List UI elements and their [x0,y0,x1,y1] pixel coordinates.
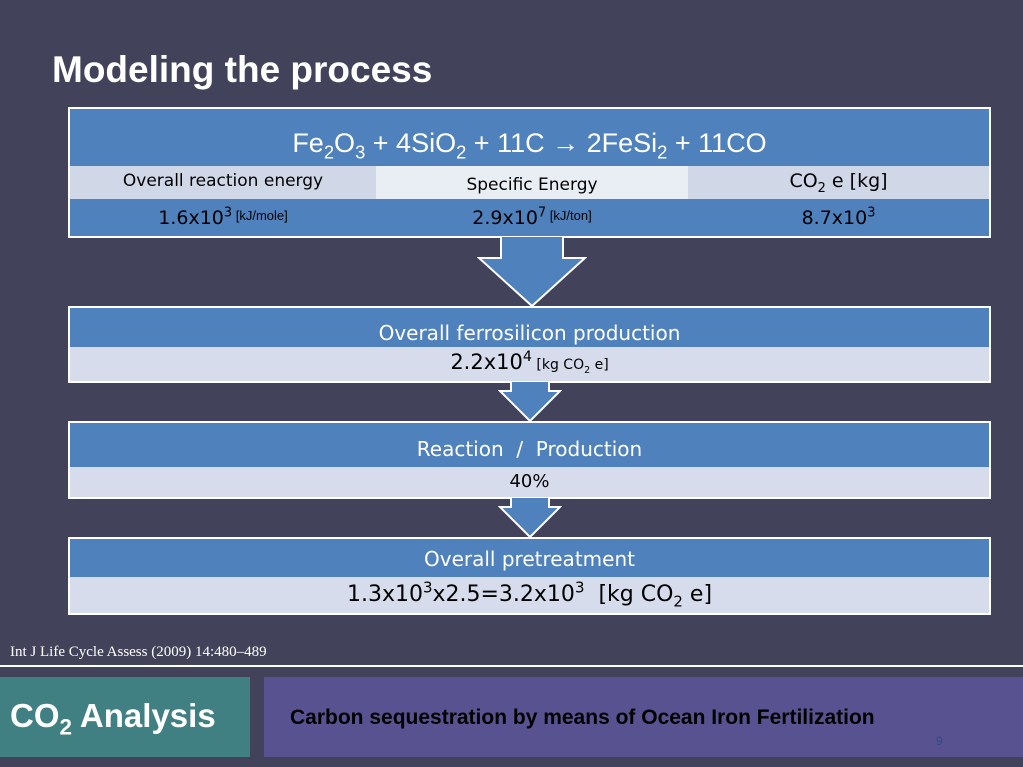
pretreatment-label-band: Overall pretreatment [70,539,989,577]
eq-sub-fesi2: 2 [657,141,668,163]
pretreatment-value-band: 1.3x103x2.5=3.2x103 [kg CO2 e] [70,577,989,613]
pretreatment-box: Overall pretreatment 1.3x103x2.5=3.2x103… [68,537,991,615]
down-arrow-icon [498,381,562,423]
header-specific-energy: Specific Energy [376,166,688,199]
footer-section-tab: CO2 Analysis [0,677,250,757]
header-reaction-energy: Overall reaction energy [70,166,376,199]
ferrosilicon-label-band: Overall ferrosilicon production [70,308,989,347]
slide-title: Modeling the process [52,49,433,90]
eq-sub-2: 2 [323,141,335,163]
ratio-value: 40% [509,471,550,492]
down-arrow-icon [477,236,587,308]
ferrosilicon-label: Overall ferrosilicon production [378,321,681,345]
values-row: 1.6x103 [kJ/mole] 2.9x107 [kJ/ton] 8.7x1… [70,199,989,236]
equation-band: Fe2O3 + 4SiO2 + 11C → 2FeSi2 + 11CO [70,109,989,166]
ratio-label: Reaction / Production [416,437,643,461]
reaction-equation: Fe2O3 + 4SiO2 + 11C → 2FeSi2 + 11CO [70,126,989,163]
ferrosilicon-box: Overall ferrosilicon production 2.2x104 … [68,306,991,383]
pretreatment-label: Overall pretreatment [424,547,635,571]
co2-value: 8.7x103 [801,205,876,229]
ratio-label-band: Reaction / Production [70,423,989,467]
eq-o: O [334,128,356,158]
eq-sio: + 4SiO [365,128,457,158]
specific-energy-value: 2.9x107 [kJ/ton] [472,205,592,229]
pretreatment-value: 1.3x103x2.5=3.2x103 [kg CO2 e] [346,578,713,611]
reaction-energy-value: 1.6x103 [kJ/mole] [158,205,288,229]
footer-divider [0,665,1023,667]
page-number: 9 [936,734,943,748]
eq-fe: Fe [292,128,324,158]
header-co2: CO2 e [kg] [688,166,989,199]
header-co2-text: CO2 e [kg] [789,170,888,196]
eq-sub-3: 3 [355,141,366,163]
eq-sub-sio2: 2 [456,141,467,163]
down-arrow-icon [498,497,562,539]
ratio-value-band: 40% [70,467,989,497]
ratio-box: Reaction / Production 40% [68,421,991,499]
eq-middle: + 11C → 2FeSi [466,128,658,158]
footer-subtitle: Carbon sequestration by means of Ocean I… [290,706,875,729]
eq-end: + 11CO [667,128,767,158]
footer-subtitle-bar: Carbon sequestration by means of Ocean I… [264,677,1023,757]
reaction-box: Fe2O3 + 4SiO2 + 11C → 2FeSi2 + 11CO Over… [68,107,991,238]
footer-section-title: CO2 Analysis [10,697,216,740]
citation: Int J Life Cycle Assess (2009) 14:480–48… [10,644,267,660]
ferrosilicon-value: 2.2x104 [kg CO2 e] [450,349,609,376]
ferrosilicon-value-band: 2.2x104 [kg CO2 e] [70,347,989,381]
